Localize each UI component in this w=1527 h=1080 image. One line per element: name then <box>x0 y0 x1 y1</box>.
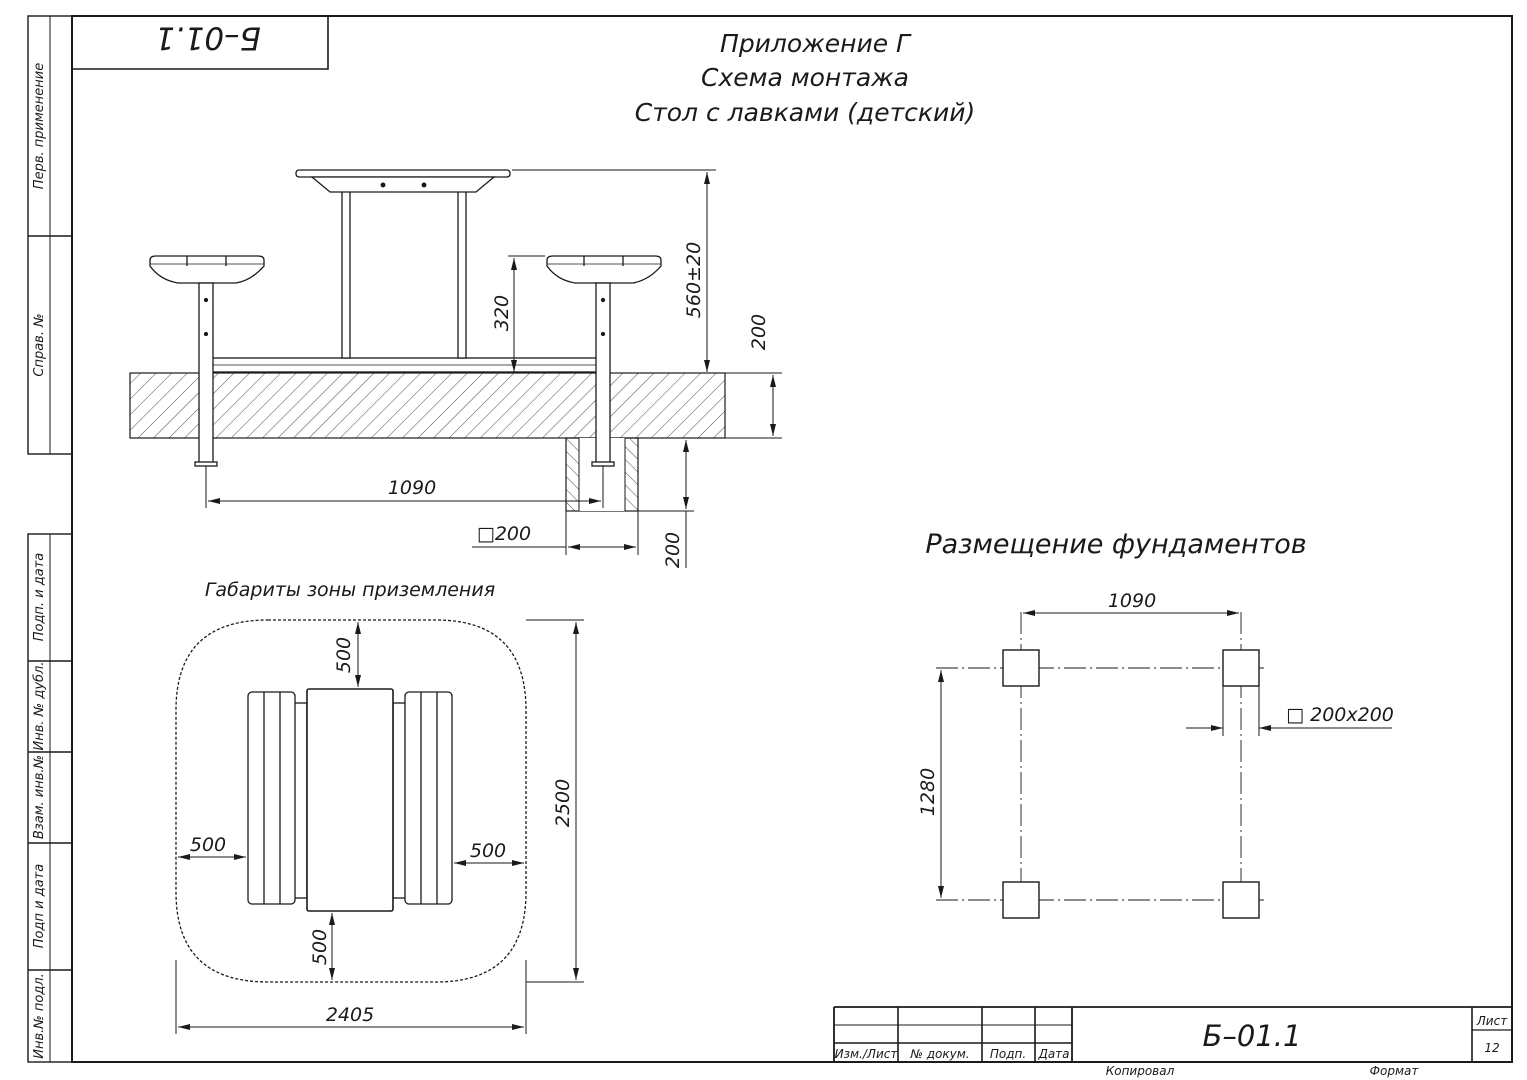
dim-bench-height <box>508 255 545 372</box>
tb-kopiroval: Копировал <box>1106 1064 1175 1078</box>
foundation-squares <box>1002 649 1260 919</box>
foundation-dim-span-y: 1280 <box>917 768 939 816</box>
landing-dim-right: 500 <box>470 840 506 862</box>
title-line-1: Приложение Г <box>720 29 912 58</box>
foundation-dim-square: □ 200x200 <box>1286 704 1394 726</box>
tb-col-podp: Подп. <box>990 1047 1026 1061</box>
dim-pit-depth-label: 200 <box>662 532 684 568</box>
foundation-layout-view: Размещение фундаментов 1090 1280 □ <box>917 529 1394 919</box>
ground-slab <box>129 372 726 439</box>
elevation-view: 560±20 320 200 1090 □200 <box>129 169 782 568</box>
table-legs <box>341 189 467 359</box>
side-label-perv-primenenie: Перв. применение <box>32 63 47 189</box>
right-bench <box>546 255 662 467</box>
table-top <box>295 169 511 193</box>
tb-designation: Б–01.1 <box>1203 1019 1302 1053</box>
dim-pit-depth <box>638 440 694 568</box>
side-label-vzam-inv: Взам. инв.№ <box>32 755 47 839</box>
dim-pit-square-label: □200 <box>477 523 531 545</box>
dim-table-height-label: 560±20 <box>683 242 705 318</box>
tb-sheet-no: 12 <box>1484 1041 1499 1055</box>
dim-slab-depth <box>725 372 782 439</box>
side-label-podp-data-top: Подп. и дата <box>32 553 47 642</box>
landing-dim-top: 500 <box>333 637 355 673</box>
tb-col-izm-list: Изм./Лист <box>835 1047 899 1061</box>
plan-table-benches <box>247 688 453 912</box>
sheet-frame <box>27 15 1513 1063</box>
side-label-inv-podl: Инв.№ подл. <box>32 973 47 1059</box>
landing-zone-outline <box>175 619 527 983</box>
rotated-code: Б–01.1 <box>155 20 261 56</box>
tb-col-no-dokum: № докум. <box>909 1047 969 1061</box>
tb-format: Формат <box>1370 1064 1420 1078</box>
foundation-centerlines <box>936 612 1264 918</box>
landing-dim-bottom: 500 <box>309 929 331 965</box>
title-block <box>833 1006 1512 1062</box>
tb-sheet-label: Лист <box>1476 1014 1508 1028</box>
dim-span-label: 1090 <box>388 477 436 499</box>
frame-beam <box>211 357 601 373</box>
side-label-sprav-no: Справ. № <box>32 313 47 376</box>
foundation-dim-span-x: 1090 <box>1108 590 1156 612</box>
foundation-layout-title: Размещение фундаментов <box>925 529 1306 560</box>
dim-pit-square <box>472 511 639 555</box>
landing-zone-view: Габариты зоны приземления <box>175 579 584 1034</box>
landing-dim-left: 500 <box>190 834 226 856</box>
dim-span <box>205 466 604 508</box>
dim-table-height <box>512 169 716 372</box>
title-line-2: Схема монтажа <box>701 63 909 92</box>
side-stamp: Перв. применение Справ. № Подп. и дата И… <box>32 63 47 1059</box>
side-label-inv-dubl: Инв. № дубл. <box>32 662 47 751</box>
left-bench <box>149 255 265 467</box>
dim-slab-depth-label: 200 <box>748 314 770 350</box>
dim-bench-height-label: 320 <box>491 295 513 331</box>
landing-dim-height: 2500 <box>552 779 574 827</box>
tb-col-data: Дата <box>1037 1047 1069 1061</box>
header-title: Приложение Г Схема монтажа Стол с лавкам… <box>635 29 976 127</box>
landing-zone-title: Габариты зоны приземления <box>205 579 495 601</box>
landing-zone-dims <box>175 619 584 1034</box>
title-line-3: Стол с лавками (детский) <box>635 98 976 127</box>
foundation-dims <box>938 610 1392 898</box>
side-label-podp-data-bottom: Подп и дата <box>32 864 47 948</box>
landing-dim-width: 2405 <box>326 1004 374 1026</box>
